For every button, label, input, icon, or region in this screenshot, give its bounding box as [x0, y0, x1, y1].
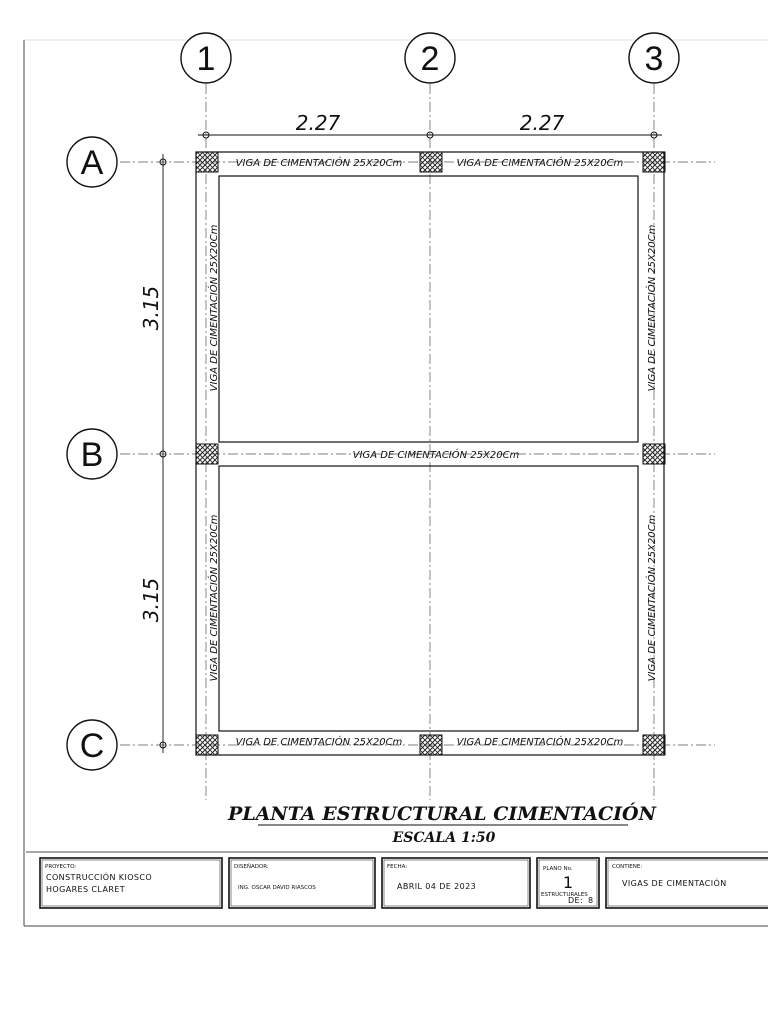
plan-title: PLANTA ESTRUCTURAL CIMENTACIÓN: [227, 802, 657, 825]
axis-bubble-b-label: B: [81, 436, 104, 474]
drawing-title: PLANTA ESTRUCTURAL CIMENTACIÓN ESCALA 1:…: [227, 802, 657, 846]
column-a3: [642, 151, 666, 173]
column-b3: [642, 443, 666, 465]
axis-bubble-a-label: A: [81, 144, 104, 182]
plan-scale: ESCALA 1:50: [392, 830, 496, 846]
columns: [195, 151, 666, 756]
column-c2: [419, 734, 443, 756]
estructurales-label: ESTRUCTURALES: [541, 892, 588, 898]
sheet-border: [23, 39, 768, 927]
axis-bubble-3-label: 3: [645, 40, 664, 78]
proyecto-line2: HOGARES CLARET: [46, 885, 125, 894]
contiene-label: CONTIENE:: [612, 864, 642, 870]
axis-bubble-a: A: [66, 136, 118, 188]
column-a1: [195, 151, 219, 173]
contiene-value: VIGAS DE CIMENTACIÓN: [622, 877, 727, 888]
de-value: 8: [588, 896, 594, 905]
axis-bubble-b: B: [66, 428, 118, 480]
dimension-y-2: 3.15: [139, 578, 163, 623]
title-block: PROYECTO: CONSTRUCCIÓN KIOSCO HOGARES CL…: [26, 851, 768, 909]
beam-label-c-12: VIGA DE CIMENTACIÓN 25X20Cm: [236, 735, 403, 748]
fecha-value: ABRIL 04 DE 2023: [397, 882, 476, 891]
column-a2: [419, 151, 443, 173]
axis-bubble-c: C: [66, 719, 118, 771]
disenador-value: ING. OSCAR DAVID RIASCOS: [238, 885, 316, 891]
proyecto-label: PROYECTO:: [45, 864, 76, 870]
beam-label-c-23: VIGA DE CIMENTACIÓN 25X20Cm: [457, 735, 624, 748]
disenador-label: DISEÑADOR:: [234, 863, 269, 870]
dimension-horizontal: 2.27 2.27: [198, 111, 662, 139]
fecha-label: FECHA:: [387, 864, 407, 870]
beam-label-3-bc: VIGA DE CIMENTACIÓN 25X20Cm: [645, 514, 658, 681]
beam-label-1-bc: VIGA DE CIMENTACIÓN 25X20Cm: [207, 514, 220, 681]
axis-lines: [120, 84, 715, 800]
beam-label-1-ab: VIGA DE CIMENTACIÓN 25X20Cm: [207, 224, 220, 391]
dimension-x-2: 2.27: [520, 111, 565, 135]
plano-label: PLANO No.: [543, 866, 573, 872]
dimension-vertical: 3.15 3.15: [139, 154, 167, 753]
beam-label-3-ab: VIGA DE CIMENTACIÓN 25X20Cm: [645, 224, 658, 391]
axis-bubble-3: 3: [628, 32, 680, 84]
axis-bubble-2: 2: [404, 32, 456, 84]
de-label: DE:: [568, 896, 583, 905]
dimension-y-1: 3.15: [139, 286, 163, 331]
axis-bubble-1: 1: [180, 32, 232, 84]
beam-label-a-23: VIGA DE CIMENTACIÓN 25X20Cm: [457, 156, 624, 169]
column-b1: [195, 443, 219, 465]
beam-labels: VIGA DE CIMENTACIÓN 25X20Cm VIGA DE CIME…: [207, 156, 658, 748]
axis-bubble-1-label: 1: [197, 40, 216, 78]
beam-label-a-12: VIGA DE CIMENTACIÓN 25X20Cm: [236, 156, 403, 169]
axis-bubble-c-label: C: [80, 727, 105, 765]
column-c1: [195, 734, 219, 756]
dimension-x-1: 2.27: [296, 111, 341, 135]
beam-label-b: VIGA DE CIMENTACIÓN 25X20Cm: [353, 448, 520, 461]
axis-bubble-2-label: 2: [421, 40, 440, 78]
column-c3: [642, 734, 666, 756]
plano-value: 1: [563, 873, 573, 892]
proyecto-line1: CONSTRUCCIÓN KIOSCO: [46, 871, 152, 882]
